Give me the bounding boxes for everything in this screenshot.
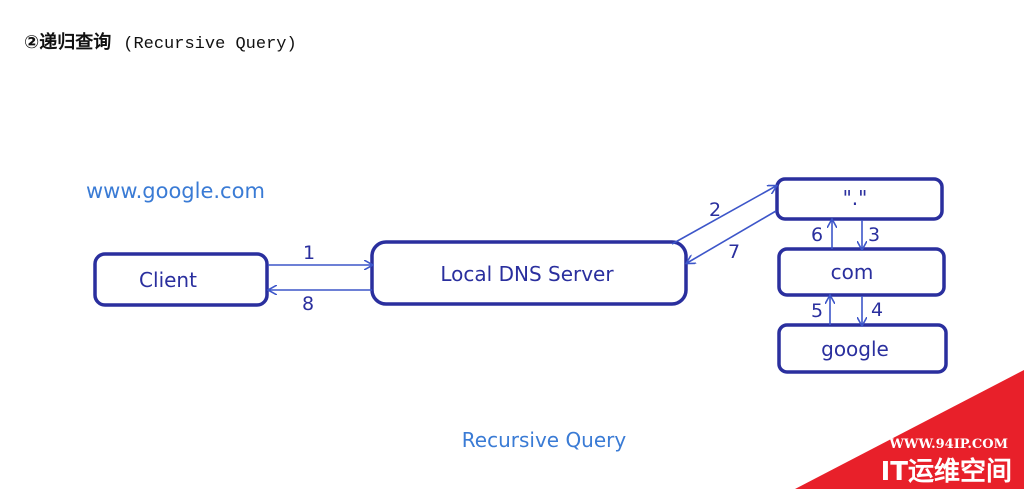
google-label: google — [821, 337, 889, 361]
root-box — [775, 177, 944, 221]
heading-chinese: ②递归查询 — [24, 32, 112, 53]
step-3-label: 3 — [868, 224, 880, 246]
root-label: "." — [843, 186, 868, 210]
com-label: com — [831, 260, 874, 284]
step-4-label: 4 — [871, 299, 883, 321]
watermark-url: WWW.94IP.COM — [888, 437, 1008, 452]
step-6-label: 6 — [811, 224, 823, 246]
page-heading: ②递归查询 (Recursive Query) — [24, 28, 297, 54]
google-node: google — [777, 323, 948, 374]
watermark-red-triangle — [795, 370, 1024, 489]
local-dns-node: Local DNS Server — [370, 240, 688, 306]
com-node: com — [777, 247, 946, 297]
step-8-label: 8 — [302, 293, 314, 315]
client-node: Client — [93, 252, 269, 307]
step-2-label: 2 — [709, 199, 721, 221]
watermark-logo: WWW.94IP.COM IT运维空间 — [795, 370, 1024, 489]
client-box — [93, 252, 269, 307]
step-5-label: 5 — [811, 300, 823, 322]
local-dns-box — [370, 240, 688, 306]
step-1-label: 1 — [303, 242, 315, 264]
root-node: "." — [775, 177, 944, 221]
local-dns-label: Local DNS Server — [440, 262, 614, 286]
arrow-step-7 — [687, 210, 777, 263]
diagram-caption: Recursive Query — [462, 428, 627, 452]
arrow-step-2 — [671, 186, 776, 245]
heading-english: (Recursive Query) — [123, 35, 297, 54]
watermark-name: IT运维空间 — [881, 456, 1012, 487]
client-label: Client — [139, 268, 197, 292]
domain-label: www.google.com — [86, 179, 265, 203]
step-7-label: 7 — [728, 241, 740, 263]
